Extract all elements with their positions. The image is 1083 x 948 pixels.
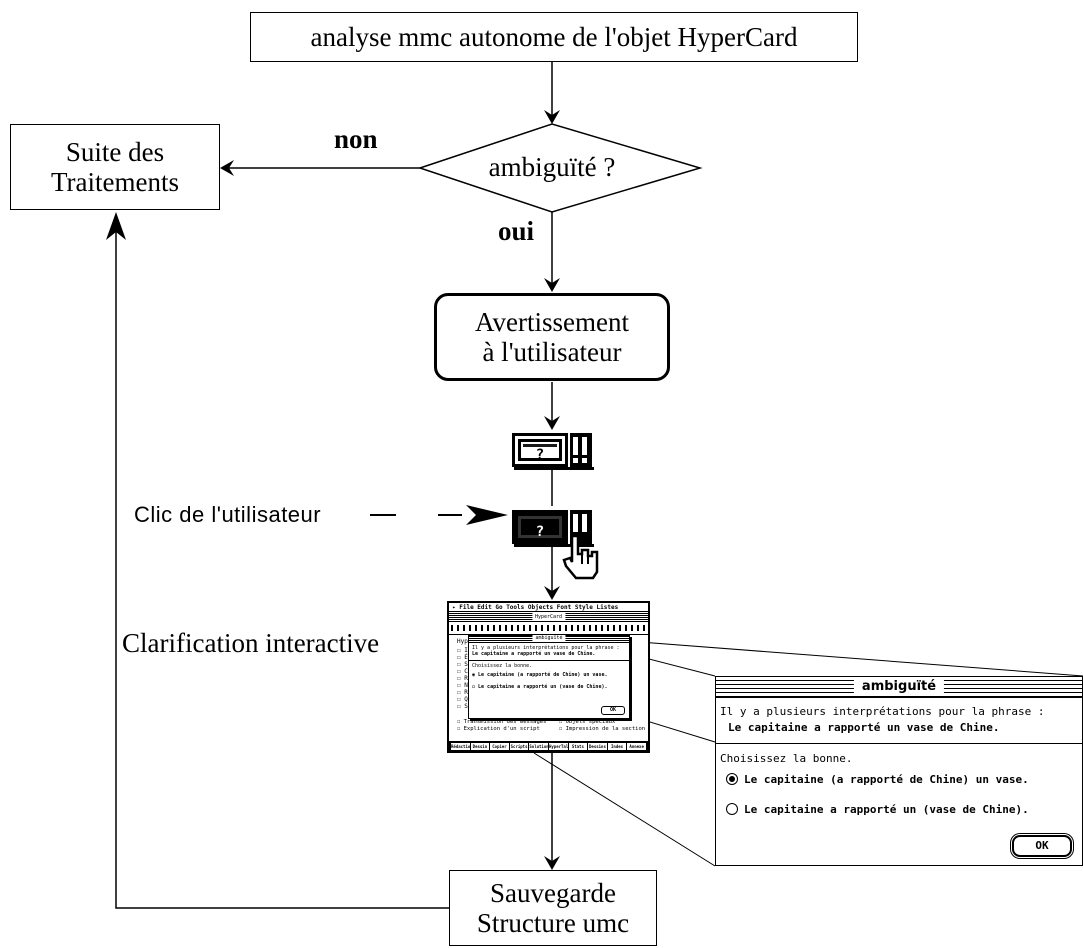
mini-bottom-right-2: ☐ Impression de la section bbox=[559, 726, 646, 732]
radio-selected-icon[interactable] bbox=[726, 773, 738, 785]
yes-label: oui bbox=[498, 216, 535, 246]
zoom-option-2[interactable]: Le capitaine a rapporté un (vase de Chin… bbox=[726, 803, 1029, 816]
zoom-dialog-separator bbox=[716, 743, 1082, 744]
mini-nav-button[interactable]: Stats bbox=[568, 743, 588, 750]
feedback-arrowhead bbox=[106, 212, 126, 240]
zoom-line-top bbox=[613, 639, 1083, 677]
mini-notebook-rings bbox=[449, 622, 648, 635]
mini-ambiguity-dialog: ambiguïté Il y a plusieurs interprétatio… bbox=[468, 635, 630, 719]
zoom-dialog-choose: Choisissez la bonne. bbox=[720, 752, 853, 765]
decision-label: ambiguïté ? bbox=[488, 152, 616, 182]
mini-nav-button[interactable]: Index bbox=[607, 743, 627, 750]
mini-window-title: HyperCard bbox=[531, 613, 566, 621]
mini-option-2[interactable]: ○ Le capitaine a rapporté un (vase de Ch… bbox=[472, 684, 608, 690]
apple-menu-icon: ✦ bbox=[452, 604, 460, 611]
zoom-dialog-titlebar: ambiguïté bbox=[716, 677, 1082, 698]
warning-label-line2: à l'utilisateur bbox=[482, 337, 622, 367]
zoom-option-1[interactable]: Le capitaine (a rapporté de Chine) un va… bbox=[726, 773, 1029, 786]
radio-unselected-icon[interactable] bbox=[726, 803, 738, 815]
zoom-dialog-title: ambiguïté bbox=[853, 679, 945, 695]
clarification-label: Clarification interactive bbox=[122, 628, 380, 658]
zoom-line-bottom bbox=[533, 752, 716, 867]
zoom-option-1-label: Le capitaine (a rapporté de Chine) un va… bbox=[744, 773, 1029, 786]
mini-nav-button[interactable]: Copier bbox=[490, 743, 509, 750]
zoom-dialog-intro: Il y a plusieurs interprétations pour la… bbox=[720, 705, 1045, 718]
svg-text:?: ? bbox=[536, 447, 544, 463]
mini-nav-button[interactable]: Dessin bbox=[470, 743, 490, 750]
mini-nav-button[interactable]: Dessins bbox=[588, 743, 607, 750]
mini-bottom-right-1: ☐ Objets spéciaux bbox=[559, 719, 616, 725]
mini-window-titlebar: HyperCard bbox=[449, 613, 648, 622]
hand-cursor-icon bbox=[562, 534, 599, 580]
hypercard-screenshot-thumbnail: ✦ File Edit Go Tools Objects Font Style … bbox=[447, 601, 650, 753]
save-label-line2: Structure umc bbox=[476, 908, 630, 938]
mini-nav-button[interactable]: Annexe bbox=[627, 743, 646, 750]
mini-nav-button[interactable]: Scripts bbox=[509, 743, 529, 750]
suite-label-line2: Traitements bbox=[51, 167, 179, 197]
decision-diamond bbox=[417, 123, 703, 213]
ambiguity-warning-icon: ? bbox=[512, 433, 594, 470]
mini-dialog-sentence: Le capitaine a rapporté un vase de Chine… bbox=[472, 651, 596, 657]
save-label-line1: Sauvegarde bbox=[490, 878, 616, 908]
warning-label-line1: Avertissement bbox=[475, 307, 629, 337]
mini-bottom-left-2: ☐ Explication d'un script bbox=[457, 726, 540, 732]
mini-dialog-choose: Choisissez la bonne. bbox=[472, 663, 533, 669]
no-label: non bbox=[334, 124, 378, 154]
warning-box: Avertissement à l'utilisateur bbox=[434, 293, 670, 381]
feedback-line-save-to-suite bbox=[115, 224, 449, 909]
mini-nav-button[interactable]: HyperTalk bbox=[548, 743, 568, 750]
zoom-option-2-label: Le capitaine a rapporté un (vase de Chin… bbox=[744, 803, 1029, 816]
mini-dialog-intro: Il y a plusieurs interprétations pour la… bbox=[472, 645, 620, 651]
suite-label-line1: Suite des bbox=[65, 137, 165, 167]
mini-button-bar: Rédaction Dessin Copier Scripts Solution… bbox=[449, 741, 648, 751]
mini-ok-button[interactable]: OK bbox=[601, 706, 625, 715]
ambiguity-dialog-zoom: ambiguïté Il y a plusieurs interprétatio… bbox=[715, 676, 1083, 866]
save-box: Sauvegarde Structure umc bbox=[449, 870, 657, 946]
svg-text:?: ? bbox=[536, 524, 544, 540]
user-click-arrowhead bbox=[466, 505, 508, 525]
mini-menubar: ✦ File Edit Go Tools Objects Font Style … bbox=[449, 603, 648, 612]
start-label: analyse mmc autonome de l'objet HyperCar… bbox=[310, 22, 798, 52]
mini-option-1[interactable]: ◉ Le capitaine (a rapporté de Chine) un … bbox=[472, 672, 608, 678]
mini-nav-button[interactable]: Solutions bbox=[529, 743, 548, 750]
zoom-ok-button[interactable]: OK bbox=[1012, 835, 1072, 857]
mini-nav-button[interactable]: Rédaction bbox=[451, 743, 470, 750]
mini-bottom-left-1: ☐ Transmission des messages bbox=[457, 719, 547, 725]
mini-list-header: Hyp bbox=[457, 638, 468, 645]
mini-dialog-title: ambiguïté bbox=[532, 635, 566, 641]
suite-box: Suite des Traitements bbox=[10, 124, 220, 210]
user-click-label: Clic de l'utilisateur bbox=[134, 502, 322, 527]
start-box: analyse mmc autonome de l'objet HyperCar… bbox=[250, 12, 858, 62]
zoom-dialog-sentence: Le capitaine a rapporté un vase de Chine… bbox=[728, 721, 1000, 734]
mini-menu-text: File Edit Go Tools Objects Font Style Li… bbox=[459, 604, 619, 611]
